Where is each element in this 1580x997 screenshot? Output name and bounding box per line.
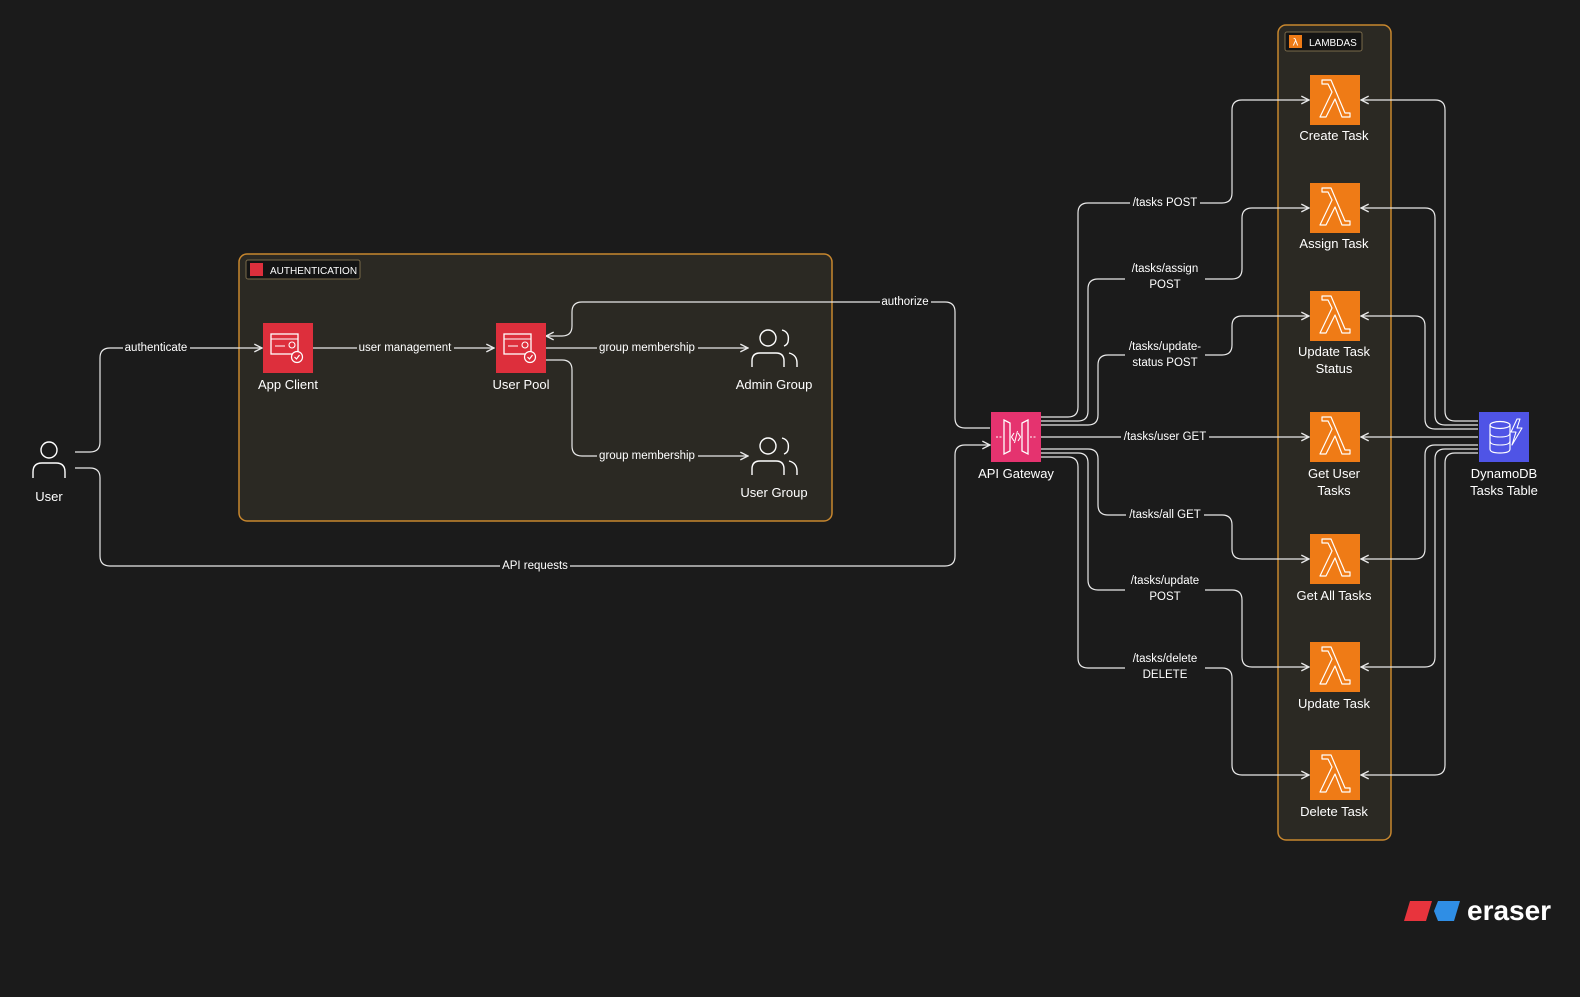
update-task-node[interactable]: Update Task: [1298, 642, 1371, 711]
edge-label-tasks-post: /tasks POST: [1133, 197, 1198, 209]
edge-authorize: [546, 301, 990, 429]
cognito-icon: [263, 323, 313, 373]
lambda-icon: [1310, 412, 1360, 462]
create-task-label: Create Task: [1299, 128, 1369, 143]
edges-dynamodb: [1361, 100, 1478, 775]
app-client-node[interactable]: App Client: [258, 323, 318, 392]
lambdas-cluster-title: LAMBDAS: [1309, 38, 1357, 49]
create-task-node[interactable]: Create Task: [1299, 75, 1369, 143]
user-group-label: User Group: [740, 485, 807, 500]
lambda-icon: [1310, 291, 1360, 341]
cognito-icon: [496, 323, 546, 373]
users-group-icon: [751, 329, 798, 367]
lambda-icon: [1310, 183, 1360, 233]
lambda-icon: [1289, 35, 1302, 48]
users-group-icon: [751, 437, 798, 475]
edge-label-user-management: user management: [359, 342, 452, 354]
edge-label-authorize: authorize: [881, 296, 928, 308]
update-task-status-label-line2: Status: [1316, 361, 1353, 376]
edge-label-tasks-update-line1: /tasks/update: [1131, 575, 1199, 587]
eraser-logo-mark-blue: [1434, 901, 1460, 921]
edge-label-authenticate: authenticate: [125, 342, 188, 354]
app-client-label: App Client: [258, 377, 318, 392]
user-pool-node[interactable]: User Pool: [492, 323, 550, 392]
edge-label-api-requests: API requests: [502, 560, 568, 572]
api-gateway-label: API Gateway: [978, 466, 1054, 481]
svg-text:λ: λ: [1293, 38, 1299, 49]
edge-labels: authenticate user management group membe…: [123, 195, 1209, 681]
authentication-cluster-title: AUTHENTICATION: [270, 266, 357, 277]
api-gateway-icon: [991, 412, 1041, 462]
dynamodb-node[interactable]: DynamoDB Tasks Table: [1470, 412, 1538, 498]
edge-label-tasks-delete-line1: /tasks/delete: [1133, 653, 1198, 665]
delete-task-label: Delete Task: [1300, 804, 1368, 819]
cognito-icon: [250, 263, 263, 276]
assign-task-node[interactable]: Assign Task: [1299, 183, 1369, 251]
get-user-tasks-node[interactable]: Get User Tasks: [1308, 412, 1361, 498]
eraser-logo[interactable]: eraser: [1404, 895, 1551, 926]
assign-task-label: Assign Task: [1299, 236, 1369, 251]
delete-task-node[interactable]: Delete Task: [1300, 750, 1368, 819]
user-node[interactable]: User: [32, 441, 66, 504]
edge-label-group-membership: group membership: [599, 450, 695, 462]
edge-label-tasks-update-status-line1: /tasks/update-: [1129, 341, 1201, 353]
get-all-tasks-node[interactable]: Get All Tasks: [1297, 534, 1372, 603]
edge-label-tasks-assign-line2: POST: [1149, 279, 1180, 291]
eraser-logo-text: eraser: [1467, 895, 1551, 926]
edge-label-tasks-update-status-line2: status POST: [1132, 357, 1197, 369]
edge-label-tasks-all-get: /tasks/all GET: [1129, 509, 1201, 521]
eraser-logo-mark-red: [1404, 901, 1432, 921]
edge-label-tasks-assign-line1: /tasks/assign: [1132, 263, 1198, 275]
update-task-status-node[interactable]: Update Task Status: [1298, 291, 1371, 376]
get-user-tasks-label-line2: Tasks: [1317, 483, 1351, 498]
edge-label-tasks-user-get: /tasks/user GET: [1124, 431, 1206, 443]
lambda-icon: [1310, 642, 1360, 692]
user-group-node[interactable]: User Group: [740, 437, 808, 500]
lambda-icon: [1310, 75, 1360, 125]
edge-label-tasks-update-line2: POST: [1149, 591, 1180, 603]
user-pool-label: User Pool: [492, 377, 549, 392]
user-icon: [32, 441, 66, 478]
get-user-tasks-label-line1: Get User: [1308, 466, 1361, 481]
edge-authenticate: [75, 348, 262, 453]
edge-label-tasks-delete-line2: DELETE: [1143, 669, 1188, 681]
lambda-icon: [1310, 750, 1360, 800]
admin-group-node[interactable]: Admin Group: [736, 329, 813, 392]
update-task-status-label-line1: Update Task: [1298, 344, 1371, 359]
lambda-icon: [1310, 534, 1360, 584]
edge-group-membership-user: [546, 359, 748, 456]
api-gateway-node[interactable]: API Gateway: [978, 412, 1054, 481]
edge-label-group-membership: group membership: [599, 342, 695, 354]
admin-group-label: Admin Group: [736, 377, 813, 392]
dynamodb-label-line2: Tasks Table: [1470, 483, 1538, 498]
dynamodb-label-line1: DynamoDB: [1471, 466, 1537, 481]
dynamodb-icon: [1479, 412, 1529, 462]
user-label: User: [35, 489, 63, 504]
update-task-label: Update Task: [1298, 696, 1371, 711]
get-all-tasks-label: Get All Tasks: [1297, 588, 1372, 603]
